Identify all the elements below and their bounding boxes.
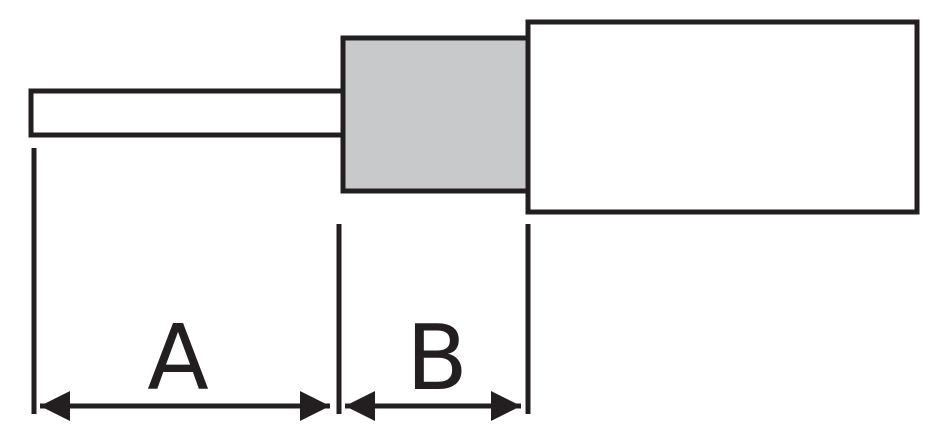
dimension-label-a: A	[147, 306, 209, 411]
middle-insulation	[340, 35, 531, 194]
outer-jacket	[525, 19, 920, 215]
inner-conductor	[28, 88, 346, 138]
dimension-label-b: B	[406, 306, 468, 411]
